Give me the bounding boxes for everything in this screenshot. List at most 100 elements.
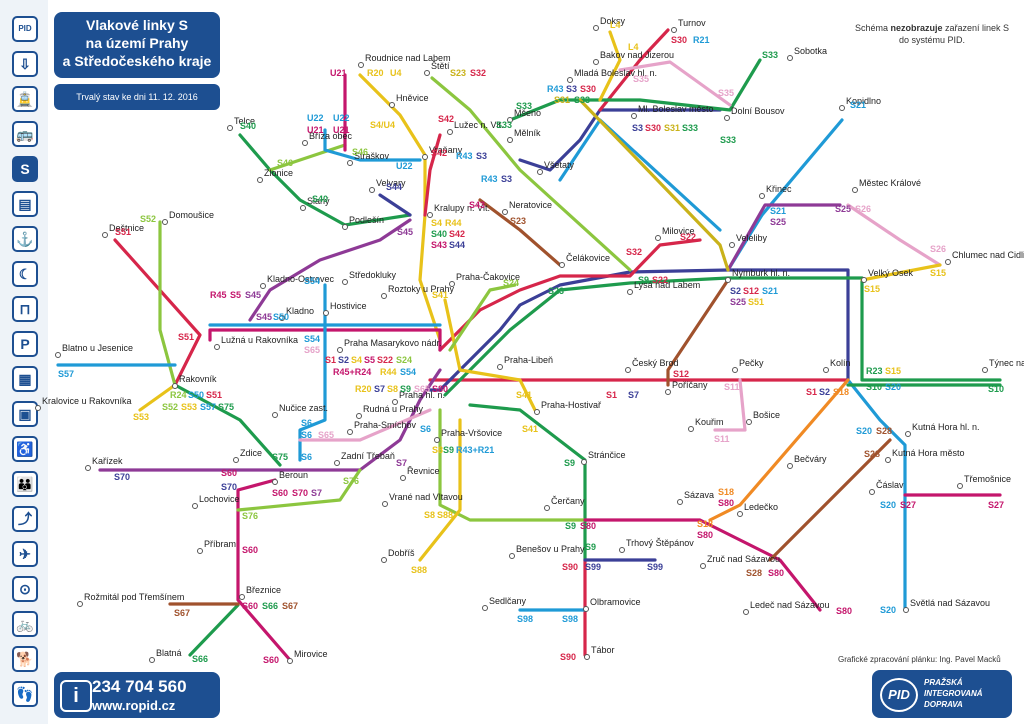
station-marker[interactable] — [903, 607, 909, 613]
station-marker[interactable] — [507, 137, 513, 143]
website-link[interactable]: www.ropid.cz — [92, 698, 176, 713]
station-marker[interactable] — [655, 235, 661, 241]
station-marker[interactable] — [447, 129, 453, 135]
station-marker[interactable] — [449, 281, 455, 287]
ferry-icon[interactable]: ⚓ — [12, 226, 38, 252]
station-marker[interactable] — [497, 364, 503, 370]
station-marker[interactable] — [337, 347, 343, 353]
station-marker[interactable] — [302, 140, 308, 146]
station-marker[interactable] — [759, 193, 765, 199]
station-marker[interactable] — [279, 315, 285, 321]
station-marker[interactable] — [593, 59, 599, 65]
ticket-icon[interactable]: ▦ — [12, 366, 38, 392]
station-marker[interactable] — [381, 293, 387, 299]
station-marker[interactable] — [725, 277, 731, 283]
station-marker[interactable] — [172, 383, 178, 389]
station-marker[interactable] — [509, 553, 515, 559]
footprints-icon[interactable]: 👣 — [12, 681, 38, 707]
station-marker[interactable] — [743, 609, 749, 615]
station-marker[interactable] — [381, 557, 387, 563]
airplane-icon[interactable]: ✈ — [12, 541, 38, 567]
station-marker[interactable] — [567, 77, 573, 83]
station-marker[interactable] — [427, 212, 433, 218]
station-marker[interactable] — [581, 459, 587, 465]
station-marker[interactable] — [272, 412, 278, 418]
funicular-icon[interactable]: ⊓ — [12, 296, 38, 322]
station-marker[interactable] — [369, 187, 375, 193]
station-marker[interactable] — [593, 25, 599, 31]
station-marker[interactable] — [584, 654, 590, 660]
station-marker[interactable] — [729, 242, 735, 248]
family-icon[interactable]: 👪 — [12, 471, 38, 497]
station-marker[interactable] — [537, 169, 543, 175]
station-marker[interactable] — [227, 125, 233, 131]
pid-logo-icon[interactable]: PID — [12, 16, 38, 42]
station-marker[interactable] — [239, 594, 245, 600]
station-marker[interactable] — [724, 115, 730, 121]
station-marker[interactable] — [677, 499, 683, 505]
station-marker[interactable] — [746, 419, 752, 425]
bus-icon[interactable]: 🚌 — [12, 121, 38, 147]
station-marker[interactable] — [162, 219, 168, 225]
station-marker[interactable] — [507, 117, 513, 123]
station-marker[interactable] — [631, 113, 637, 119]
station-marker[interactable] — [389, 102, 395, 108]
station-marker[interactable] — [272, 479, 278, 485]
station-marker[interactable] — [619, 547, 625, 553]
station-marker[interactable] — [424, 70, 430, 76]
station-marker[interactable] — [534, 409, 540, 415]
station-marker[interactable] — [627, 289, 633, 295]
phone-number[interactable]: 234 704 560 — [92, 677, 187, 696]
station-marker[interactable] — [382, 501, 388, 507]
station-marker[interactable] — [102, 232, 108, 238]
station-marker[interactable] — [300, 205, 306, 211]
station-marker[interactable] — [482, 605, 488, 611]
night-icon[interactable]: ☾ — [12, 261, 38, 287]
station-marker[interactable] — [356, 413, 362, 419]
station-marker[interactable] — [149, 657, 155, 663]
station-marker[interactable] — [583, 606, 589, 612]
station-marker[interactable] — [400, 475, 406, 481]
station-marker[interactable] — [823, 367, 829, 373]
station-marker[interactable] — [347, 429, 353, 435]
station-marker[interactable] — [422, 154, 428, 160]
dog-icon[interactable]: 🐕 — [12, 646, 38, 672]
station-marker[interactable] — [544, 505, 550, 511]
station-marker[interactable] — [787, 55, 793, 61]
station-marker[interactable] — [869, 489, 875, 495]
station-marker[interactable] — [885, 457, 891, 463]
station-marker[interactable] — [77, 601, 83, 607]
track-icon[interactable]: ▤ — [12, 191, 38, 217]
station-marker[interactable] — [358, 62, 364, 68]
station-marker[interactable] — [260, 283, 266, 289]
station-marker[interactable] — [502, 209, 508, 215]
station-marker[interactable] — [737, 511, 743, 517]
station-marker[interactable] — [434, 437, 440, 443]
station-marker[interactable] — [257, 177, 263, 183]
station-marker[interactable] — [214, 344, 220, 350]
station-marker[interactable] — [342, 279, 348, 285]
train-s-icon[interactable]: S — [12, 156, 38, 182]
station-marker[interactable] — [197, 548, 203, 554]
direction-arrow-icon[interactable]: ⇩ — [12, 51, 38, 77]
stroller-icon[interactable]: ⊙ — [12, 576, 38, 602]
wheelchair-icon[interactable]: ♿ — [12, 436, 38, 462]
station-marker[interactable] — [287, 658, 293, 664]
station-marker[interactable] — [957, 483, 963, 489]
station-marker[interactable] — [982, 367, 988, 373]
station-marker[interactable] — [665, 389, 671, 395]
ticket-machine-icon[interactable]: ▣ — [12, 401, 38, 427]
station-marker[interactable] — [35, 405, 41, 411]
station-marker[interactable] — [787, 463, 793, 469]
station-marker[interactable] — [945, 259, 951, 265]
station-marker[interactable] — [688, 426, 694, 432]
bicycle-icon[interactable]: 🚲 — [12, 611, 38, 637]
station-marker[interactable] — [347, 160, 353, 166]
station-marker[interactable] — [233, 457, 239, 463]
park-ride-icon[interactable]: P — [12, 331, 38, 357]
station-marker[interactable] — [625, 367, 631, 373]
escalator-icon[interactable]: ⤴ — [12, 506, 38, 532]
station-marker[interactable] — [700, 563, 706, 569]
station-marker[interactable] — [323, 310, 329, 316]
station-marker[interactable] — [192, 503, 198, 509]
